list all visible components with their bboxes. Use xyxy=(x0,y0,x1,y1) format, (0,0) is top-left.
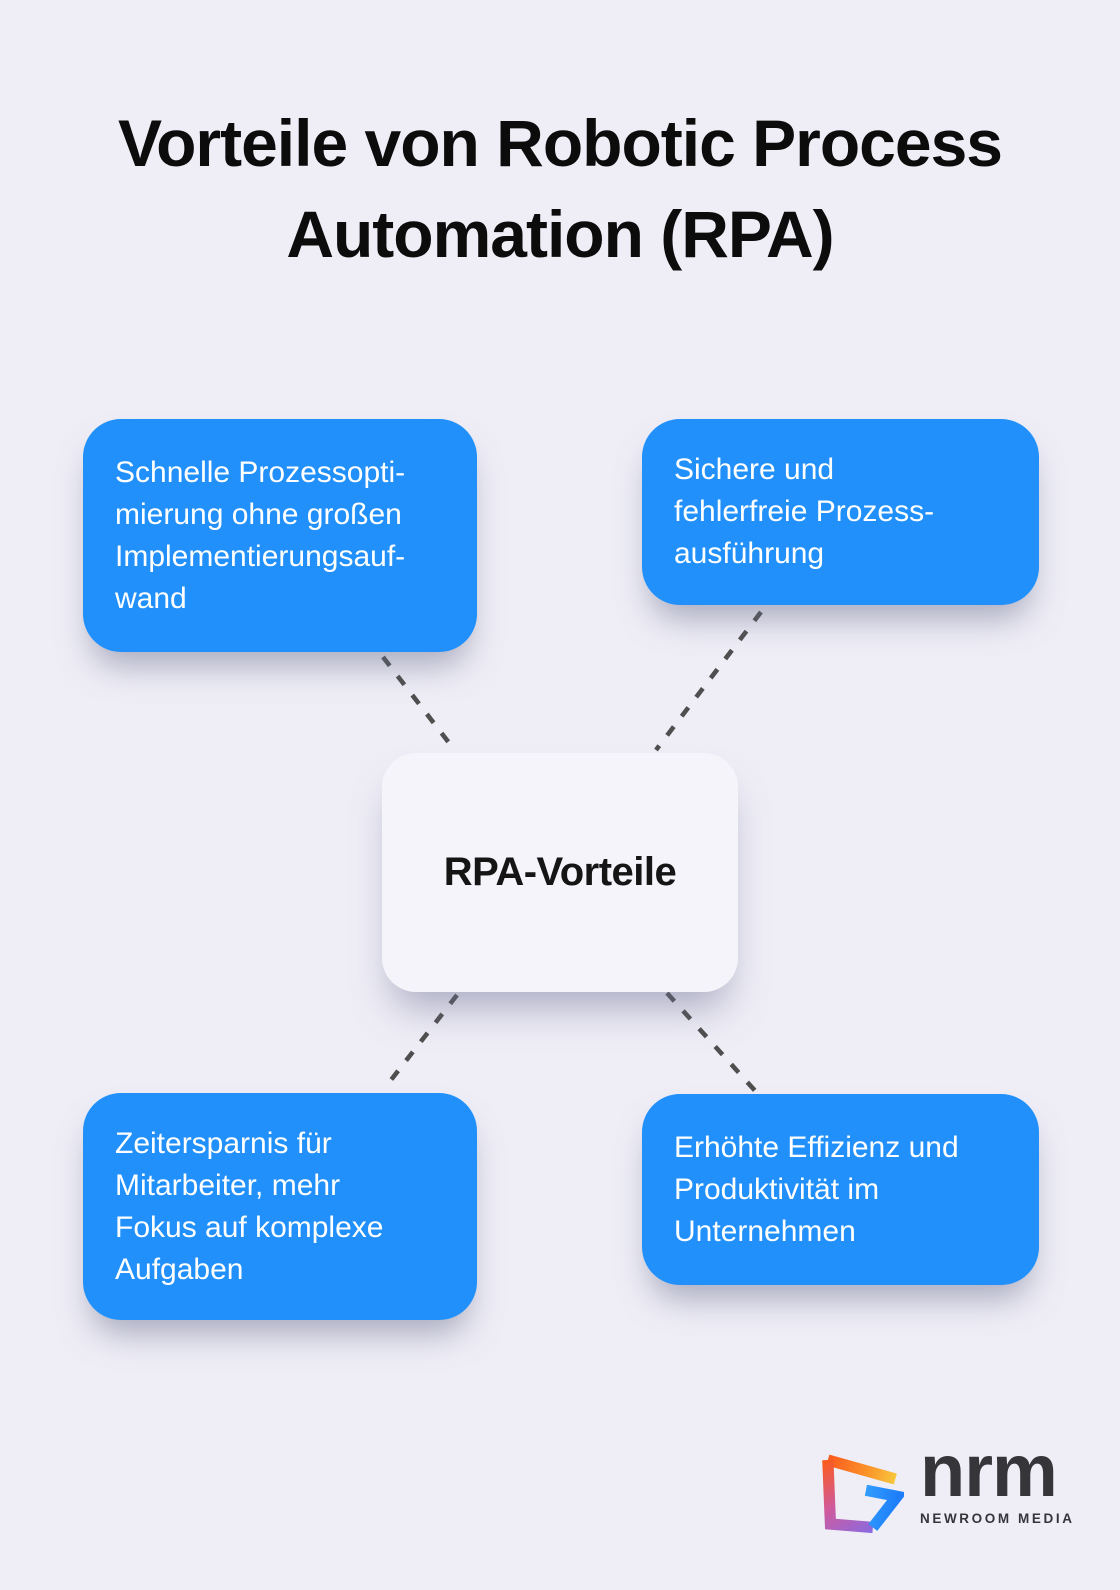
connector-bottom-right xyxy=(665,991,760,1096)
center-node: RPA-Vorteile xyxy=(382,753,738,992)
logo-text-block: nrm NEWROOM MEDIA xyxy=(920,1429,1075,1527)
benefit-text-top-right: Sichere und fehlerfreie Prozess- ausführ… xyxy=(674,453,935,570)
benefit-text-top-left: Schnelle Prozessopti- mierung ohne große… xyxy=(115,455,406,615)
logo-subtitle: NEWROOM MEDIA xyxy=(920,1511,1075,1526)
page-title: Vorteile von Robotic Process Automation … xyxy=(117,106,1003,272)
benefit-text-bottom-right: Erhöhte Effizienz und Produktivität im U… xyxy=(674,1130,959,1248)
connector-top-right xyxy=(654,610,763,752)
center-node-label: RPA-Vorteile xyxy=(443,850,677,894)
benefit-node-top-right: Sichere und fehlerfreie Prozess- ausführ… xyxy=(642,419,1039,605)
connector-bottom-left xyxy=(382,993,459,1091)
benefit-text-bottom-left: Zeitersparnis für Mitarbeiter, mehr Foku… xyxy=(115,1126,384,1286)
benefit-node-bottom-right: Erhöhte Effizienz und Produktivität im U… xyxy=(642,1094,1039,1285)
benefit-node-top-left: Schnelle Prozessopti- mierung ohne große… xyxy=(83,419,477,652)
nrm-logo-icon xyxy=(822,1454,904,1534)
logo-brand: nrm xyxy=(920,1429,1058,1512)
connector-top-left xyxy=(381,655,455,750)
benefit-node-bottom-left: Zeitersparnis für Mitarbeiter, mehr Foku… xyxy=(83,1093,477,1320)
newroom-media-logo: nrm NEWROOM MEDIA xyxy=(814,1429,1075,1538)
